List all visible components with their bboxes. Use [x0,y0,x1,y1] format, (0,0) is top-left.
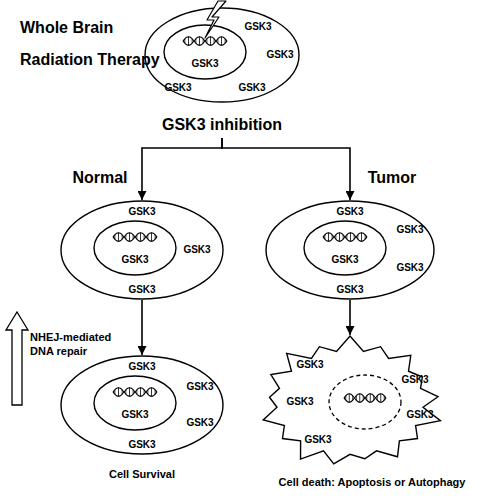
dna-rung [199,37,200,46]
dna-helix [113,388,157,397]
node-outline [93,375,177,431]
repair-note: NHEJ-mediated DNA repair [30,330,120,358]
arrow-connector [349,300,351,335]
protein-label: GSK3 [121,410,148,420]
dna-strand [113,233,157,242]
dna-strand [113,388,157,397]
dna-rung [350,233,351,242]
cell-membrane [145,8,299,102]
protein-label: GSK3 [128,207,155,217]
node-outline [163,24,247,80]
outcome-label: Cell death: Apoptosis or Autophagy [279,477,466,488]
dna-rung [188,37,189,46]
dna-strand [344,394,386,403]
protein-label: GSK3 [406,410,433,420]
dna-rung [339,233,340,242]
dna-rung [349,394,350,403]
protein-label: GSK3 [244,22,271,32]
cell-membrane [61,201,223,299]
dna-helix [344,394,386,403]
dna-rung [118,233,119,242]
dna-rung [140,388,141,397]
dna-helix [113,233,157,242]
protein-label: GSK3 [128,440,155,450]
outcome-label: Cell Survival [109,469,175,480]
protein-label: GSK3 [186,382,213,392]
dna-rung [129,388,130,397]
protein-label: GSK3 [266,50,293,60]
hollow-up-arrow [6,312,28,405]
protein-label: GSK3 [304,435,331,445]
nucleus-membrane [164,25,246,79]
step-label: GSK3 inhibition [157,103,287,138]
cell-nucleus: GSK3 [303,220,387,276]
dna-rung [210,37,211,46]
protein-label: GSK3 [296,360,323,370]
cell-body: NormalGSK3GSK3GSK3GSK3 [60,200,224,300]
broken-nucleus [329,375,401,429]
burst-membrane [263,336,440,464]
dna-strand [344,394,386,403]
dna-strand [113,233,157,242]
dna-rung [151,233,152,242]
protein-label: GSK3 [183,245,210,255]
nucleus-membrane [304,221,386,275]
protein-label: GSK3 [331,255,358,265]
branch-heading: Tumor [368,170,417,186]
dna-rung [359,394,360,403]
dna-rung [221,37,222,46]
node-outline [93,220,177,276]
dna-strand [323,233,367,242]
treatment-title: Whole Brain Radiation Therapy [20,12,170,76]
dna-strand [113,388,157,397]
cell-nucleus: GSK3 [93,375,177,431]
branch-heading: Normal [72,170,127,186]
dna-rung [118,388,119,397]
nucleus-membrane [94,376,176,430]
cell-nucleus: GSK3 [163,24,247,80]
dna-strand [183,37,227,46]
cell-body: TumorGSK3GSK3GSK3GSK3GSK3 [265,200,435,300]
protein-label: GSK3 [396,263,423,273]
dna-rung [370,394,371,403]
dying-cell: GSK3GSK3GSK3GSK3GSK3Cell death: Apoptosi… [255,335,445,470]
dna-strand [183,37,227,46]
cell-membrane [61,356,223,454]
dna-rung [328,233,329,242]
cell-membrane [266,201,434,299]
dna-rung [361,233,362,242]
protein-label: GSK3 [191,59,218,69]
cell-body: GSK3GSK3GSK3GSK3GSK3 [144,7,300,103]
protein-label: GSK3 [121,255,148,265]
cell-nucleus: GSK3 [93,220,177,276]
dna-rung [140,233,141,242]
protein-label: GSK3 [401,375,428,385]
nucleus-membrane [94,221,176,275]
cell-body: GSK3GSK3GSK3GSK3Cell SurvivalGSK3 [60,355,224,455]
protein-label: GSK3 [238,83,265,93]
dna-rung [380,394,381,403]
dna-rung [151,388,152,397]
dna-rung [129,233,130,242]
protein-label: GSK3 [286,397,313,407]
protein-label: GSK3 [128,362,155,372]
protein-label: GSK3 [186,418,213,428]
protein-label: GSK3 [396,225,423,235]
node-outline [255,335,445,470]
dna-helix [183,37,227,46]
protein-label: GSK3 [336,207,363,217]
protein-label: GSK3 [164,83,191,93]
protein-label: GSK3 [336,285,363,295]
dna-helix [323,233,367,242]
protein-label: GSK3 [128,285,155,295]
node-outline [303,220,387,276]
arrow-connector [141,300,143,355]
dna-strand [323,233,367,242]
